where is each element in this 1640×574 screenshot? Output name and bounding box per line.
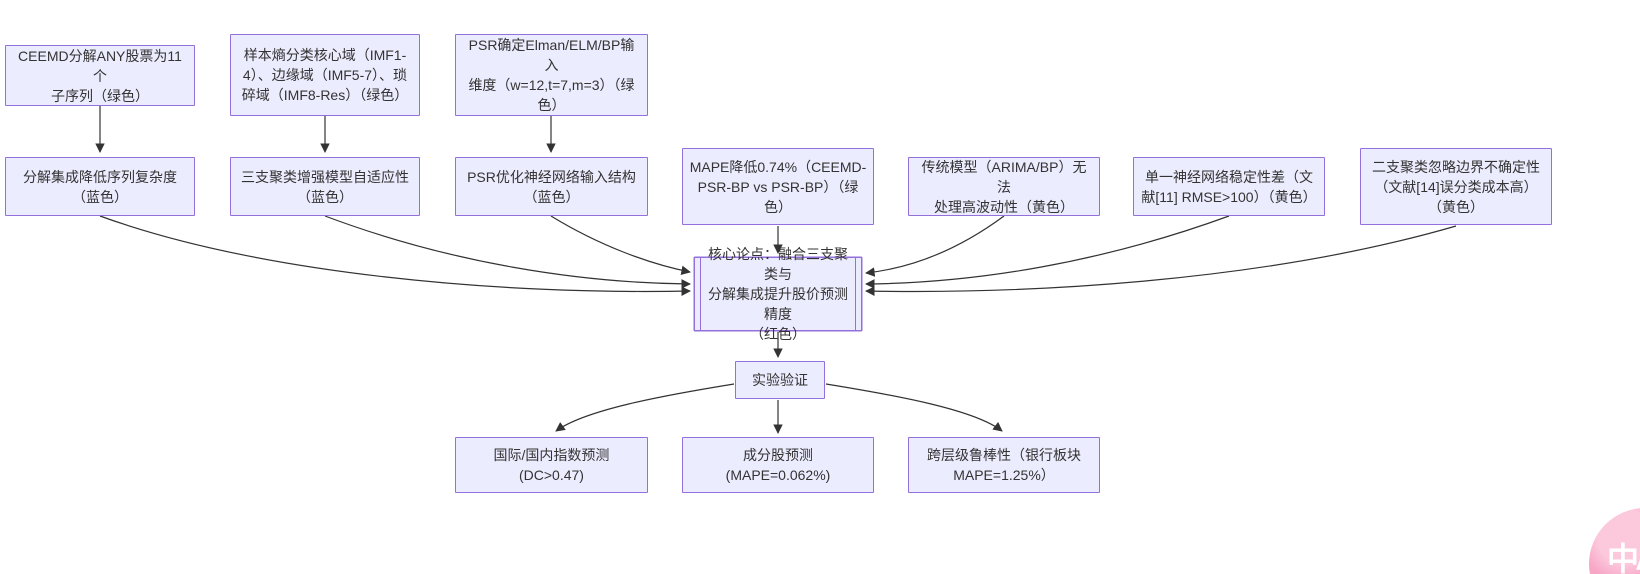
node-three-way-adaptivity: 三支聚类增强模型自适应性 （蓝色） — [230, 157, 420, 216]
edge-structure-to-core — [550, 215, 691, 276]
node-constituent-stock: 成分股预测 (MAPE=0.062%) — [682, 437, 874, 493]
edge-twoway-to-core — [865, 225, 1457, 296]
translate-badge[interactable]: 中A — [1589, 508, 1640, 574]
node-index-prediction: 国际/国内指数预测 (DC>0.47) — [455, 437, 648, 493]
node-decomp-complexity-label: 分解集成降低序列复杂度 （蓝色） — [23, 168, 177, 205]
node-core-thesis: 核心论点：融合三支聚类与 分解集成提升股价预测精度 （红色） — [694, 246, 862, 342]
node-psr-input-dim: PSR确定Elman/ELM/BP输入 维度（w=12,t=7,m=3）（绿 色… — [455, 34, 648, 116]
node-sample-entropy: 样本熵分类核心域（IMF1- 4）、边缘域（IMF5-7）、琐 碎域（IMF8-… — [230, 34, 420, 116]
node-core-thesis-label: 核心论点：融合三支聚类与 分解集成提升股价预测精度 （红色） — [708, 246, 848, 342]
node-traditional-models-label: 传统模型（ARIMA/BP）无法 处理高波动性（黄色） — [921, 158, 1087, 215]
node-ceemd-decompose: CEEMD分解ANY股票为11个 子序列（绿色） — [5, 45, 195, 106]
edge-experiment-to-index — [555, 383, 735, 432]
node-cross-level-label: 跨层级鲁棒性（银行板块 MAPE=1.25%） — [927, 447, 1081, 483]
edge-experiment-to-crosslevel — [825, 383, 1003, 432]
node-index-prediction-label: 国际/国内指数预测 (DC>0.47) — [493, 447, 610, 483]
node-mape-improvement: MAPE降低0.74%（CEEMD- PSR-BP vs PSR-BP）（绿 色… — [682, 148, 874, 225]
node-sample-entropy-label: 样本熵分类核心域（IMF1- 4）、边缘域（IMF5-7）、琐 碎域（IMF8-… — [241, 47, 409, 103]
node-constituent-stock-label: 成分股预测 (MAPE=0.062%) — [725, 447, 831, 483]
edge-traditional-to-core — [865, 215, 1005, 277]
node-traditional-models: 传统模型（ARIMA/BP）无法 处理高波动性（黄色） — [908, 157, 1100, 216]
node-cross-level: 跨层级鲁棒性（银行板块 MAPE=1.25%） — [908, 437, 1100, 493]
node-single-nn-unstable: 单一神经网络稳定性差（文 献[11] RMSE>100）（黄色） — [1133, 157, 1325, 216]
node-experiment-label: 实验验证 — [752, 372, 808, 388]
node-decomp-complexity: 分解集成降低序列复杂度 （蓝色） — [5, 157, 195, 216]
node-single-nn-unstable-label: 单一神经网络稳定性差（文 献[11] RMSE>100）（黄色） — [1141, 168, 1317, 205]
node-ceemd-decompose-label: CEEMD分解ANY股票为11个 子序列（绿色） — [18, 47, 182, 104]
node-psr-input-dim-label: PSR确定Elman/ELM/BP输入 维度（w=12,t=7,m=3）（绿 色… — [468, 37, 635, 113]
translate-icon: 中A — [1607, 540, 1640, 574]
node-three-way-adaptivity-label: 三支聚类增强模型自适应性 （蓝色） — [241, 168, 409, 205]
node-two-way-boundary-label: 二支聚类忽略边界不确定性 （文献[14]误分类成本高） （黄色） — [1372, 158, 1540, 215]
node-experiment: 实验验证 — [735, 361, 825, 399]
edge-complexity-to-core — [99, 215, 691, 296]
node-psr-structure: PSR优化神经网络输入结构 （蓝色） — [455, 157, 648, 216]
node-psr-structure-label: PSR优化神经网络输入结构 （蓝色） — [467, 168, 636, 205]
edge-singlenn-to-core — [865, 215, 1230, 289]
node-mape-improvement-label: MAPE降低0.74%（CEEMD- PSR-BP vs PSR-BP）（绿 色… — [689, 158, 867, 215]
node-two-way-boundary: 二支聚类忽略边界不确定性 （文献[14]误分类成本高） （黄色） — [1360, 148, 1552, 225]
edge-adaptivity-to-core — [324, 215, 691, 289]
